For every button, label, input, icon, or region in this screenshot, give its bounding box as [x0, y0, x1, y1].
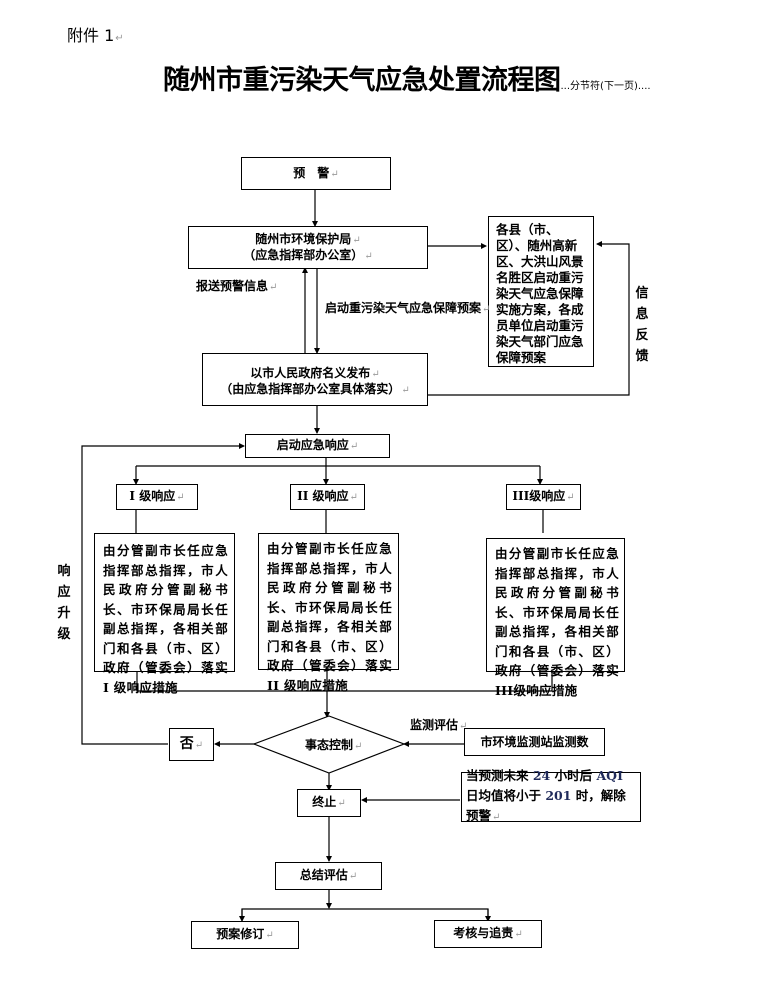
decision-label: 事态控制↵ — [305, 738, 363, 752]
start-plan-label: 启动重污染天气应急保障预案↵ — [325, 301, 491, 315]
accountability-box: 考核与追责↵ — [434, 920, 542, 948]
report-warning-label: 报送预警信息↵ — [196, 279, 278, 293]
warning-box: 预 警↵ — [241, 157, 391, 190]
level3-title-box: III级响应↵ — [506, 484, 581, 510]
monitor-data-box: 市环境监测站监测数 — [464, 728, 605, 756]
level1-body-box: 由分管副市长任应急指挥部总指挥，市人民政府分管副秘书长、市环保局局长任副总指挥，… — [94, 533, 235, 695]
connector-summary-branches — [241, 908, 489, 920]
attachment-label: 附件 1↵ — [67, 26, 124, 45]
connector-feedback — [428, 241, 630, 396]
level2-title-box: II 级响应↵ — [290, 484, 365, 510]
start-response-box: 启动应急响应↵ — [245, 434, 390, 458]
connector-merge — [136, 672, 553, 692]
counties-box: 各县（市、区）、随州高新区、大洪山风景名胜区启动重污染天气应急保障实施方案，各成… — [488, 216, 594, 367]
connector-upgrade-loop — [81, 443, 245, 745]
feedback-label: 信息反馈 — [635, 286, 649, 364]
revise-plan-box: 预案修订↵ — [191, 921, 299, 949]
level3-body-box: 由分管副市长任应急指挥部总指挥，市人民政府分管副秘书长、市环保局局长任副总指挥，… — [486, 538, 625, 698]
terminate-box: 终止↵ — [297, 789, 361, 817]
upgrade-label: 响应升级 — [57, 564, 71, 642]
summary-box: 总结评估↵ — [275, 862, 382, 890]
monitor-eval-label: 监测评估↵ — [410, 718, 468, 732]
decision-diamond — [252, 715, 406, 774]
environment-bureau-box: 随州市环境保护局↵ （应急指挥部办公室）↵ — [188, 226, 428, 269]
level1-title-box: I 级响应↵ — [116, 484, 198, 510]
no-box: 否↵ — [169, 728, 214, 761]
terminate-condition-box: 当预测未来 24 小时后 AQI 日均值将小于 201 时，解除预警↵ — [461, 768, 641, 823]
page-title: 随州市重污染天气应急处置流程图...分节符(下一页).... — [163, 65, 651, 96]
publish-box: 以市人民政府名义发布↵ （由应急指挥部办公室具体落实）↵ — [202, 353, 428, 406]
level2-body-box: 由分管副市长任应急指挥部总指挥，市人民政府分管副秘书长、市环保局局长任副总指挥，… — [258, 533, 399, 693]
section-break-mark: ...分节符(下一页).... — [560, 81, 651, 92]
